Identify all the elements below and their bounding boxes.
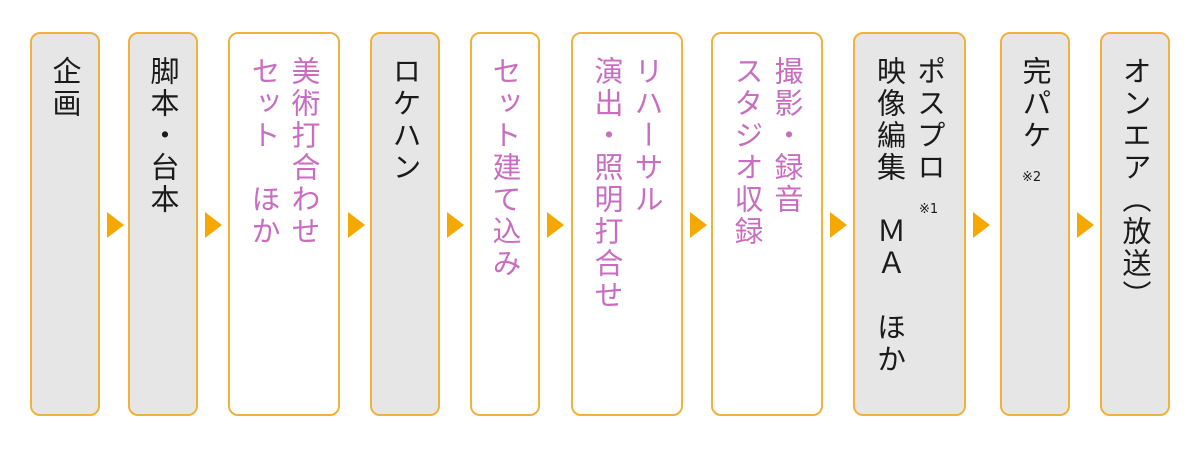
step-kanpake: 完パケ ※2 — [1000, 32, 1070, 416]
step-rehearsal-label-2: 演出・照明打合せ — [590, 56, 624, 312]
step-kyakuhon: 脚本・台本 — [128, 32, 198, 416]
step-rehearsal-label-1: リハーサル — [630, 56, 664, 216]
step-satsuei-label-2: スタジオ収録 — [730, 56, 764, 248]
arrow-right-icon — [1077, 212, 1094, 238]
step-kanpake-note: ※2 — [1022, 170, 1042, 185]
step-set: セット建て込み — [470, 32, 540, 416]
step-onair-label: オンエア（放送） — [1118, 56, 1152, 312]
step-satsuei-label-1: 撮影・録音 — [770, 56, 804, 216]
step-kikaku: 企画 — [30, 32, 100, 416]
arrow-right-icon — [547, 212, 564, 238]
step-pospro-label-1: ポスプロ — [912, 56, 947, 184]
step-kikaku-label: 企画 — [48, 56, 82, 120]
step-pospro-note: ※1 — [919, 202, 939, 217]
arrow-right-icon — [830, 212, 847, 238]
arrow-right-icon — [973, 212, 990, 238]
step-rehearsal: リハーサル 演出・照明打合せ — [571, 32, 683, 416]
arrow-right-icon — [107, 212, 124, 238]
step-kanpake-label: 完パケ — [1018, 56, 1052, 152]
step-rokehan-label: ロケハン — [388, 56, 422, 184]
arrow-right-icon — [348, 212, 365, 238]
step-kyakuhon-label: 脚本・台本 — [146, 56, 180, 216]
step-pospro-label-2: 映像編集 ＭＡ ほか — [872, 56, 907, 376]
step-bijutsu-label-2: セット ほか — [247, 56, 281, 248]
arrow-right-icon — [690, 212, 707, 238]
step-set-label: セット建て込み — [488, 56, 522, 280]
step-rokehan: ロケハン — [370, 32, 440, 416]
step-bijutsu-label-1: 美術打合わせ — [287, 56, 321, 248]
step-satsuei: 撮影・録音 スタジオ収録 — [711, 32, 823, 416]
arrow-right-icon — [447, 212, 464, 238]
step-pospro: ポスプロ 映像編集 ＭＡ ほか ※1 — [853, 32, 966, 416]
step-bijutsu: 美術打合わせ セット ほか — [228, 32, 340, 416]
step-onair: オンエア（放送） — [1100, 32, 1170, 416]
arrow-right-icon — [205, 212, 222, 238]
